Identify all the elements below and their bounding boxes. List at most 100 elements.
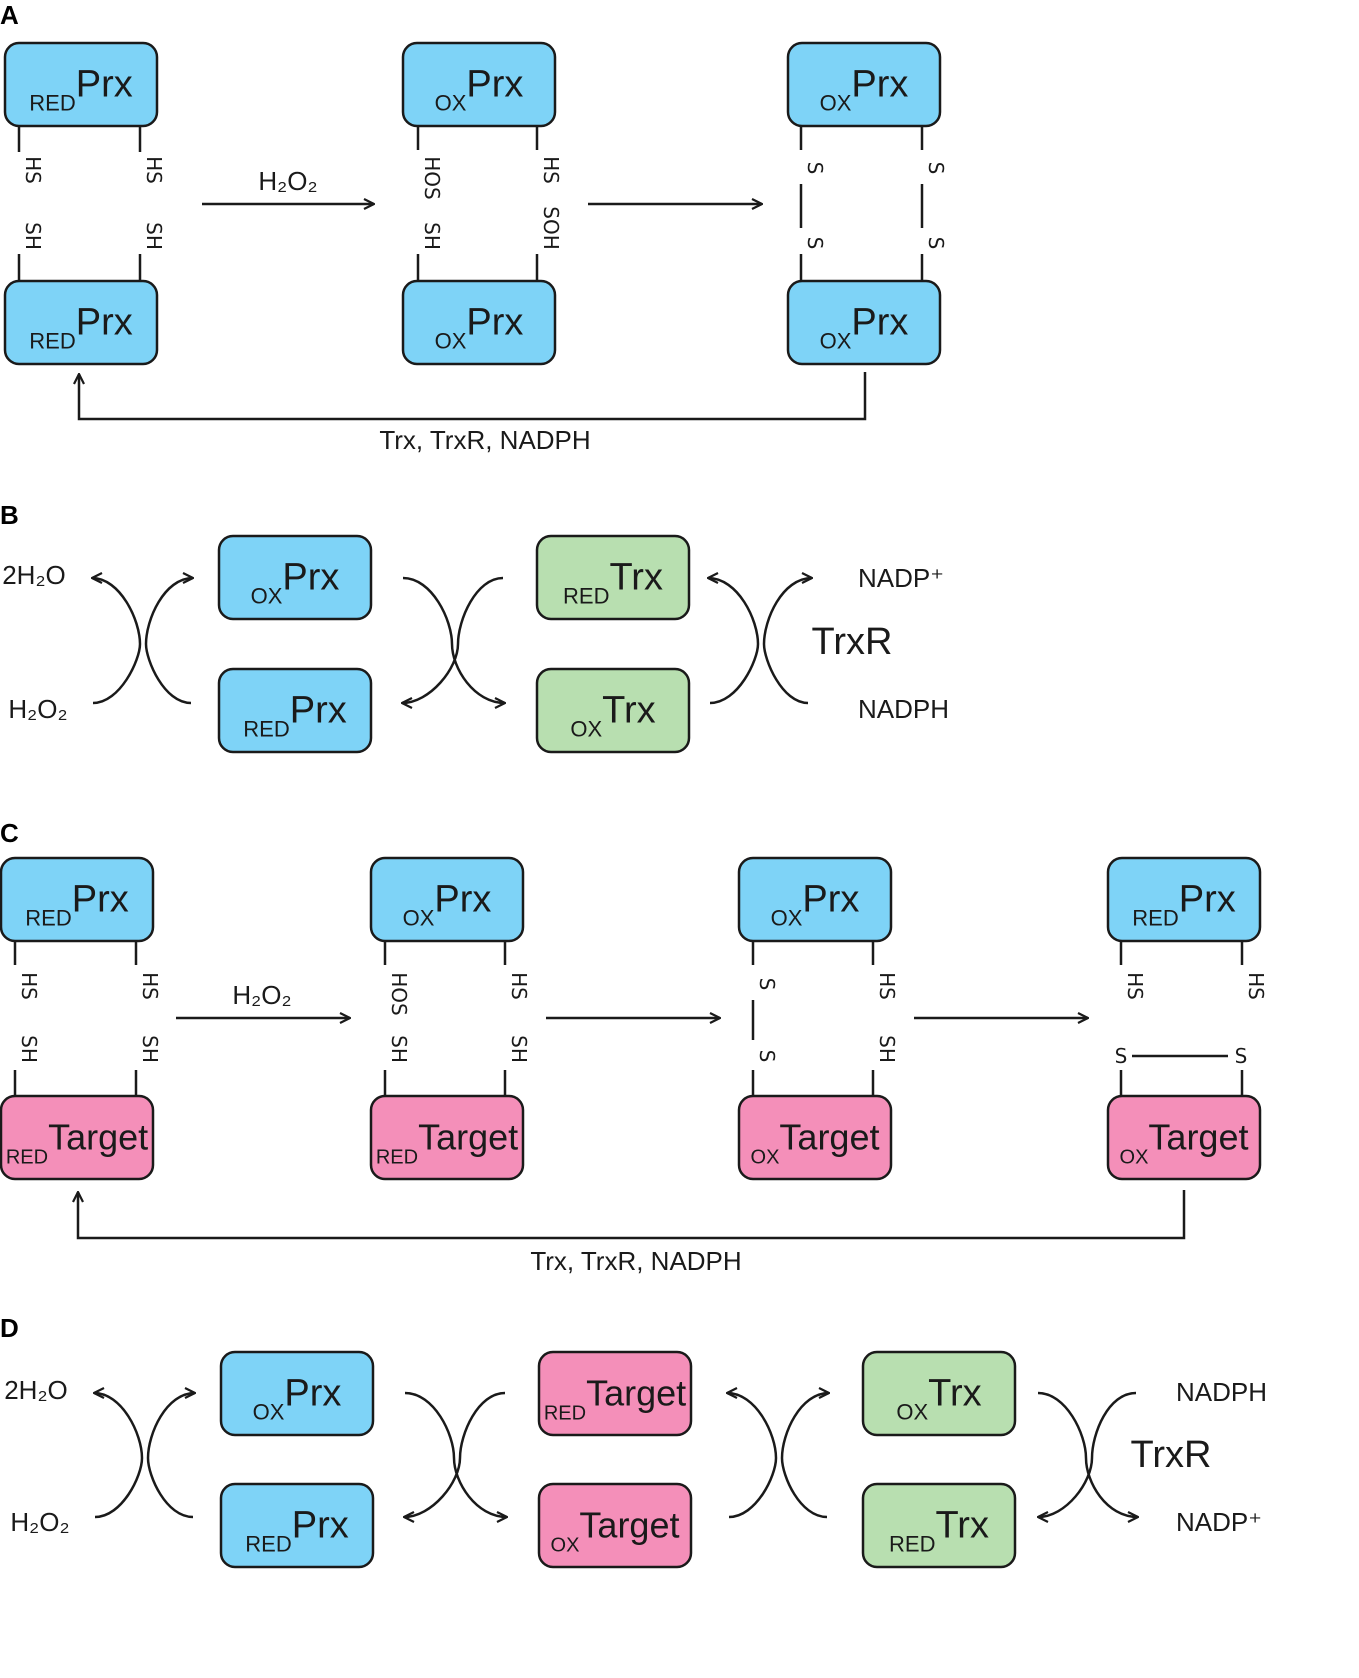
c-bottom-box-4-label: OXTarget — [1120, 1117, 1249, 1169]
a-top-box-1-label: REDPrx — [29, 64, 132, 116]
b-box-red-trx-name: Trx — [609, 557, 662, 599]
b-label-h2o2: H₂O₂ — [8, 694, 67, 724]
c-top-box-3-label: OXPrx — [771, 879, 860, 931]
b-label-trxr: TrxR — [812, 621, 893, 663]
a-bottom-box-1-name: Prx — [76, 302, 133, 344]
a-top-box-1-subscript: RED — [29, 91, 75, 116]
c-top-box-4-shape — [1106, 856, 1262, 943]
c-top-box-4: REDPrx — [1106, 856, 1262, 943]
d-curve-mid-1 — [404, 1391, 507, 1517]
c-col3-bond-tl: S — [755, 978, 779, 991]
c-bottom-box-3: OXTarget — [737, 1094, 893, 1181]
c-col1-bond-tr: HS — [138, 972, 162, 1000]
a-top-box-2: OXPrx — [401, 41, 557, 128]
b-box-ox-trx: OXTrx — [535, 667, 691, 754]
c-bottom-box-1-label: REDTarget — [6, 1117, 148, 1169]
c-top-box-3-subscript: OX — [771, 906, 803, 931]
c-top-box-1-shape — [0, 856, 155, 943]
c-col2-bond-br: SH — [507, 1035, 531, 1063]
a-top-box-3-subscript: OX — [820, 91, 852, 116]
c-top-box-4-label: REDPrx — [1132, 879, 1235, 931]
b-box-red-prx-name: Prx — [290, 690, 347, 732]
b-box-red-trx: REDTrx — [535, 534, 691, 621]
c-top-box-1-label: REDPrx — [25, 879, 128, 931]
d-box-red-prx-name: Prx — [292, 1505, 349, 1547]
c-bottom-box-1-shape — [0, 1094, 155, 1181]
a-top-box-3: OXPrx — [786, 41, 942, 128]
b-box-ox-trx-subscript: OX — [570, 717, 602, 742]
c-bottom-box-3-subscript: OX — [751, 1147, 780, 1169]
d-box-red-trx-name: Trx — [935, 1505, 988, 1547]
a-bottom-box-2-label: OXPrx — [435, 302, 524, 354]
d-box-red-trx-subscript: RED — [889, 1532, 935, 1557]
a-bond-hs-3: HS — [539, 156, 563, 184]
d-box-ox-trx-subscript: OX — [896, 1400, 928, 1425]
a-top-box-2-name: Prx — [466, 64, 523, 106]
c-bottom-box-2-shape — [369, 1094, 525, 1181]
d-box-red-prx: REDPrx — [219, 1482, 375, 1569]
d-box-red-target: REDTarget — [537, 1350, 693, 1437]
d-curve-far-1 — [1037, 1391, 1138, 1517]
b-curve-left-1 — [92, 578, 142, 705]
b-label-2h2o: 2H₂O — [2, 560, 66, 590]
a-bottom-box-2-name: Prx — [466, 302, 523, 344]
b-curve-right-1 — [708, 578, 760, 705]
d-box-ox-target-label: OXTarget — [551, 1505, 680, 1557]
b-box-red-prx-shape — [217, 667, 373, 754]
c-bottom-box-4-subscript: OX — [1120, 1147, 1149, 1169]
a-bottom-box-3-name: Prx — [851, 302, 908, 344]
c-top-box-1-name: Prx — [72, 879, 129, 921]
d-box-ox-trx: OXTrx — [861, 1350, 1017, 1437]
d-box-ox-prx-label: OXPrx — [253, 1373, 342, 1425]
b-box-red-prx-subscript: RED — [243, 717, 289, 742]
c-col4-bond-tl: HS — [1123, 972, 1147, 1000]
c-top-box-3-name: Prx — [802, 879, 859, 921]
a-bottom-box-2-subscript: OX — [435, 329, 467, 354]
c-bottom-box-2-subscript: RED — [376, 1147, 418, 1169]
a-bottom-box-3-shape — [786, 279, 942, 366]
c-bottom-box-1-name: Target — [48, 1117, 148, 1158]
d-box-ox-prx-subscript: OX — [253, 1400, 285, 1425]
a-bond-s-3: S — [924, 162, 948, 175]
c-top-box-4-name: Prx — [1179, 879, 1236, 921]
b-label-nadph: NADPH — [858, 694, 949, 724]
b-label-nadp: NADP⁺ — [858, 563, 944, 593]
a-bond-hs-2: HS — [142, 156, 166, 184]
c-bottom-box-2: REDTarget — [369, 1094, 525, 1181]
b-box-ox-trx-name: Trx — [602, 690, 655, 732]
a-bond-sh-2: SH — [142, 222, 166, 250]
c-bottom-box-3-shape — [737, 1094, 893, 1181]
d-box-red-prx-shape — [219, 1482, 375, 1569]
c-reagent-h2o2: H₂O₂ — [232, 980, 291, 1010]
d-box-red-prx-label: REDPrx — [245, 1505, 348, 1557]
panel-letter-c: C — [0, 818, 19, 848]
d-box-red-target-shape — [537, 1350, 693, 1437]
b-curve-left-2 — [144, 578, 193, 705]
d-curve-right-2 — [780, 1393, 829, 1519]
d-curve-left-1 — [94, 1393, 144, 1519]
d-curve-mid-2 — [404, 1391, 506, 1517]
d-box-red-trx: REDTrx — [861, 1482, 1017, 1569]
a-bottom-box-1: REDPrx — [3, 279, 159, 366]
c-col2-bond-bl: SH — [387, 1035, 411, 1063]
d-box-ox-prx-name: Prx — [284, 1373, 341, 1415]
c-bottom-box-3-name: Target — [779, 1117, 879, 1158]
c-bottom-box-4-name: Target — [1148, 1117, 1248, 1158]
c-col3-bond-tr: HS — [875, 972, 899, 1000]
c-bottom-box-4-shape — [1106, 1094, 1262, 1181]
b-box-red-trx-shape — [535, 534, 691, 621]
panel-letter-b: B — [0, 500, 19, 530]
d-box-red-target-subscript: RED — [544, 1403, 586, 1425]
c-return-label: Trx, TrxR, NADPH — [530, 1246, 741, 1276]
d-box-ox-target-subscript: OX — [551, 1535, 580, 1557]
c-col3-bond-bl: S — [755, 1050, 779, 1063]
c-top-box-2-label: OXPrx — [403, 879, 492, 931]
d-box-ox-trx-name: Trx — [928, 1373, 981, 1415]
d-box-ox-trx-label: OXTrx — [896, 1373, 981, 1425]
c-return-arrow — [78, 1190, 1186, 1240]
a-top-box-3-shape — [786, 41, 942, 128]
b-curve-mid-2 — [402, 576, 504, 703]
a-bond-hs-1: HS — [21, 156, 45, 184]
a-top-box-3-label: OXPrx — [820, 64, 909, 116]
a-bond-s-2: S — [803, 237, 827, 250]
